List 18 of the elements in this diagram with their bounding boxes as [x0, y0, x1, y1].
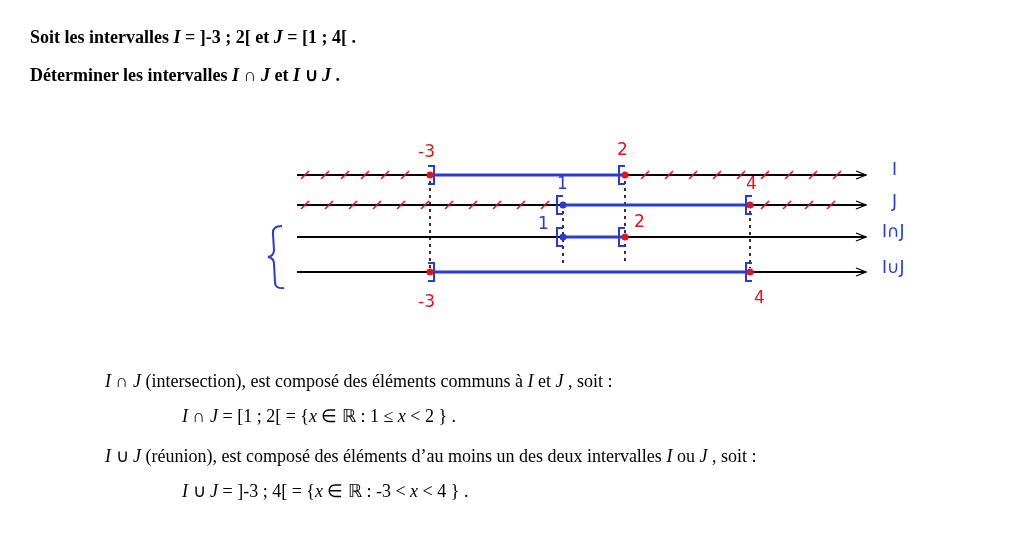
- tick-label: 2: [617, 140, 628, 159]
- explanation-text: I ∪ J = ]-3 ; 4[ = {x ∈ ℝ : -3 < x < 4 } .: [182, 482, 469, 502]
- line-name: I∩J: [882, 222, 905, 241]
- tick-label: 1: [538, 214, 549, 233]
- tick-label: 4: [754, 288, 765, 307]
- statement-text: Déterminer les intervalles I ∩ J et I ∪ J .: [30, 66, 341, 86]
- line-name: I∪J: [882, 258, 905, 277]
- tick-label: 2: [634, 212, 645, 231]
- line-name: I: [892, 160, 897, 179]
- explanation-text: I ∩ J (intersection), est composé des éléments communs à I et J , soit :: [105, 372, 613, 392]
- tick-label: -3: [418, 142, 435, 161]
- tick-label: 4: [746, 174, 757, 193]
- tick-label: 1: [557, 174, 568, 193]
- tick-label: -3: [418, 292, 435, 311]
- explanation-text: I ∩ J = [1 ; 2[ = {x ∈ ℝ : 1 ≤ x < 2 } .: [182, 407, 457, 427]
- explanation-text: I ∪ J (réunion), est composé des éléments d’au moins un des deux intervalles I ou J , soit :: [105, 447, 757, 467]
- statement-text: Soit les intervalles I = ]-3 ; 2[ et J = [1 ; 4[ .: [30, 28, 356, 48]
- line-name: J: [892, 192, 897, 211]
